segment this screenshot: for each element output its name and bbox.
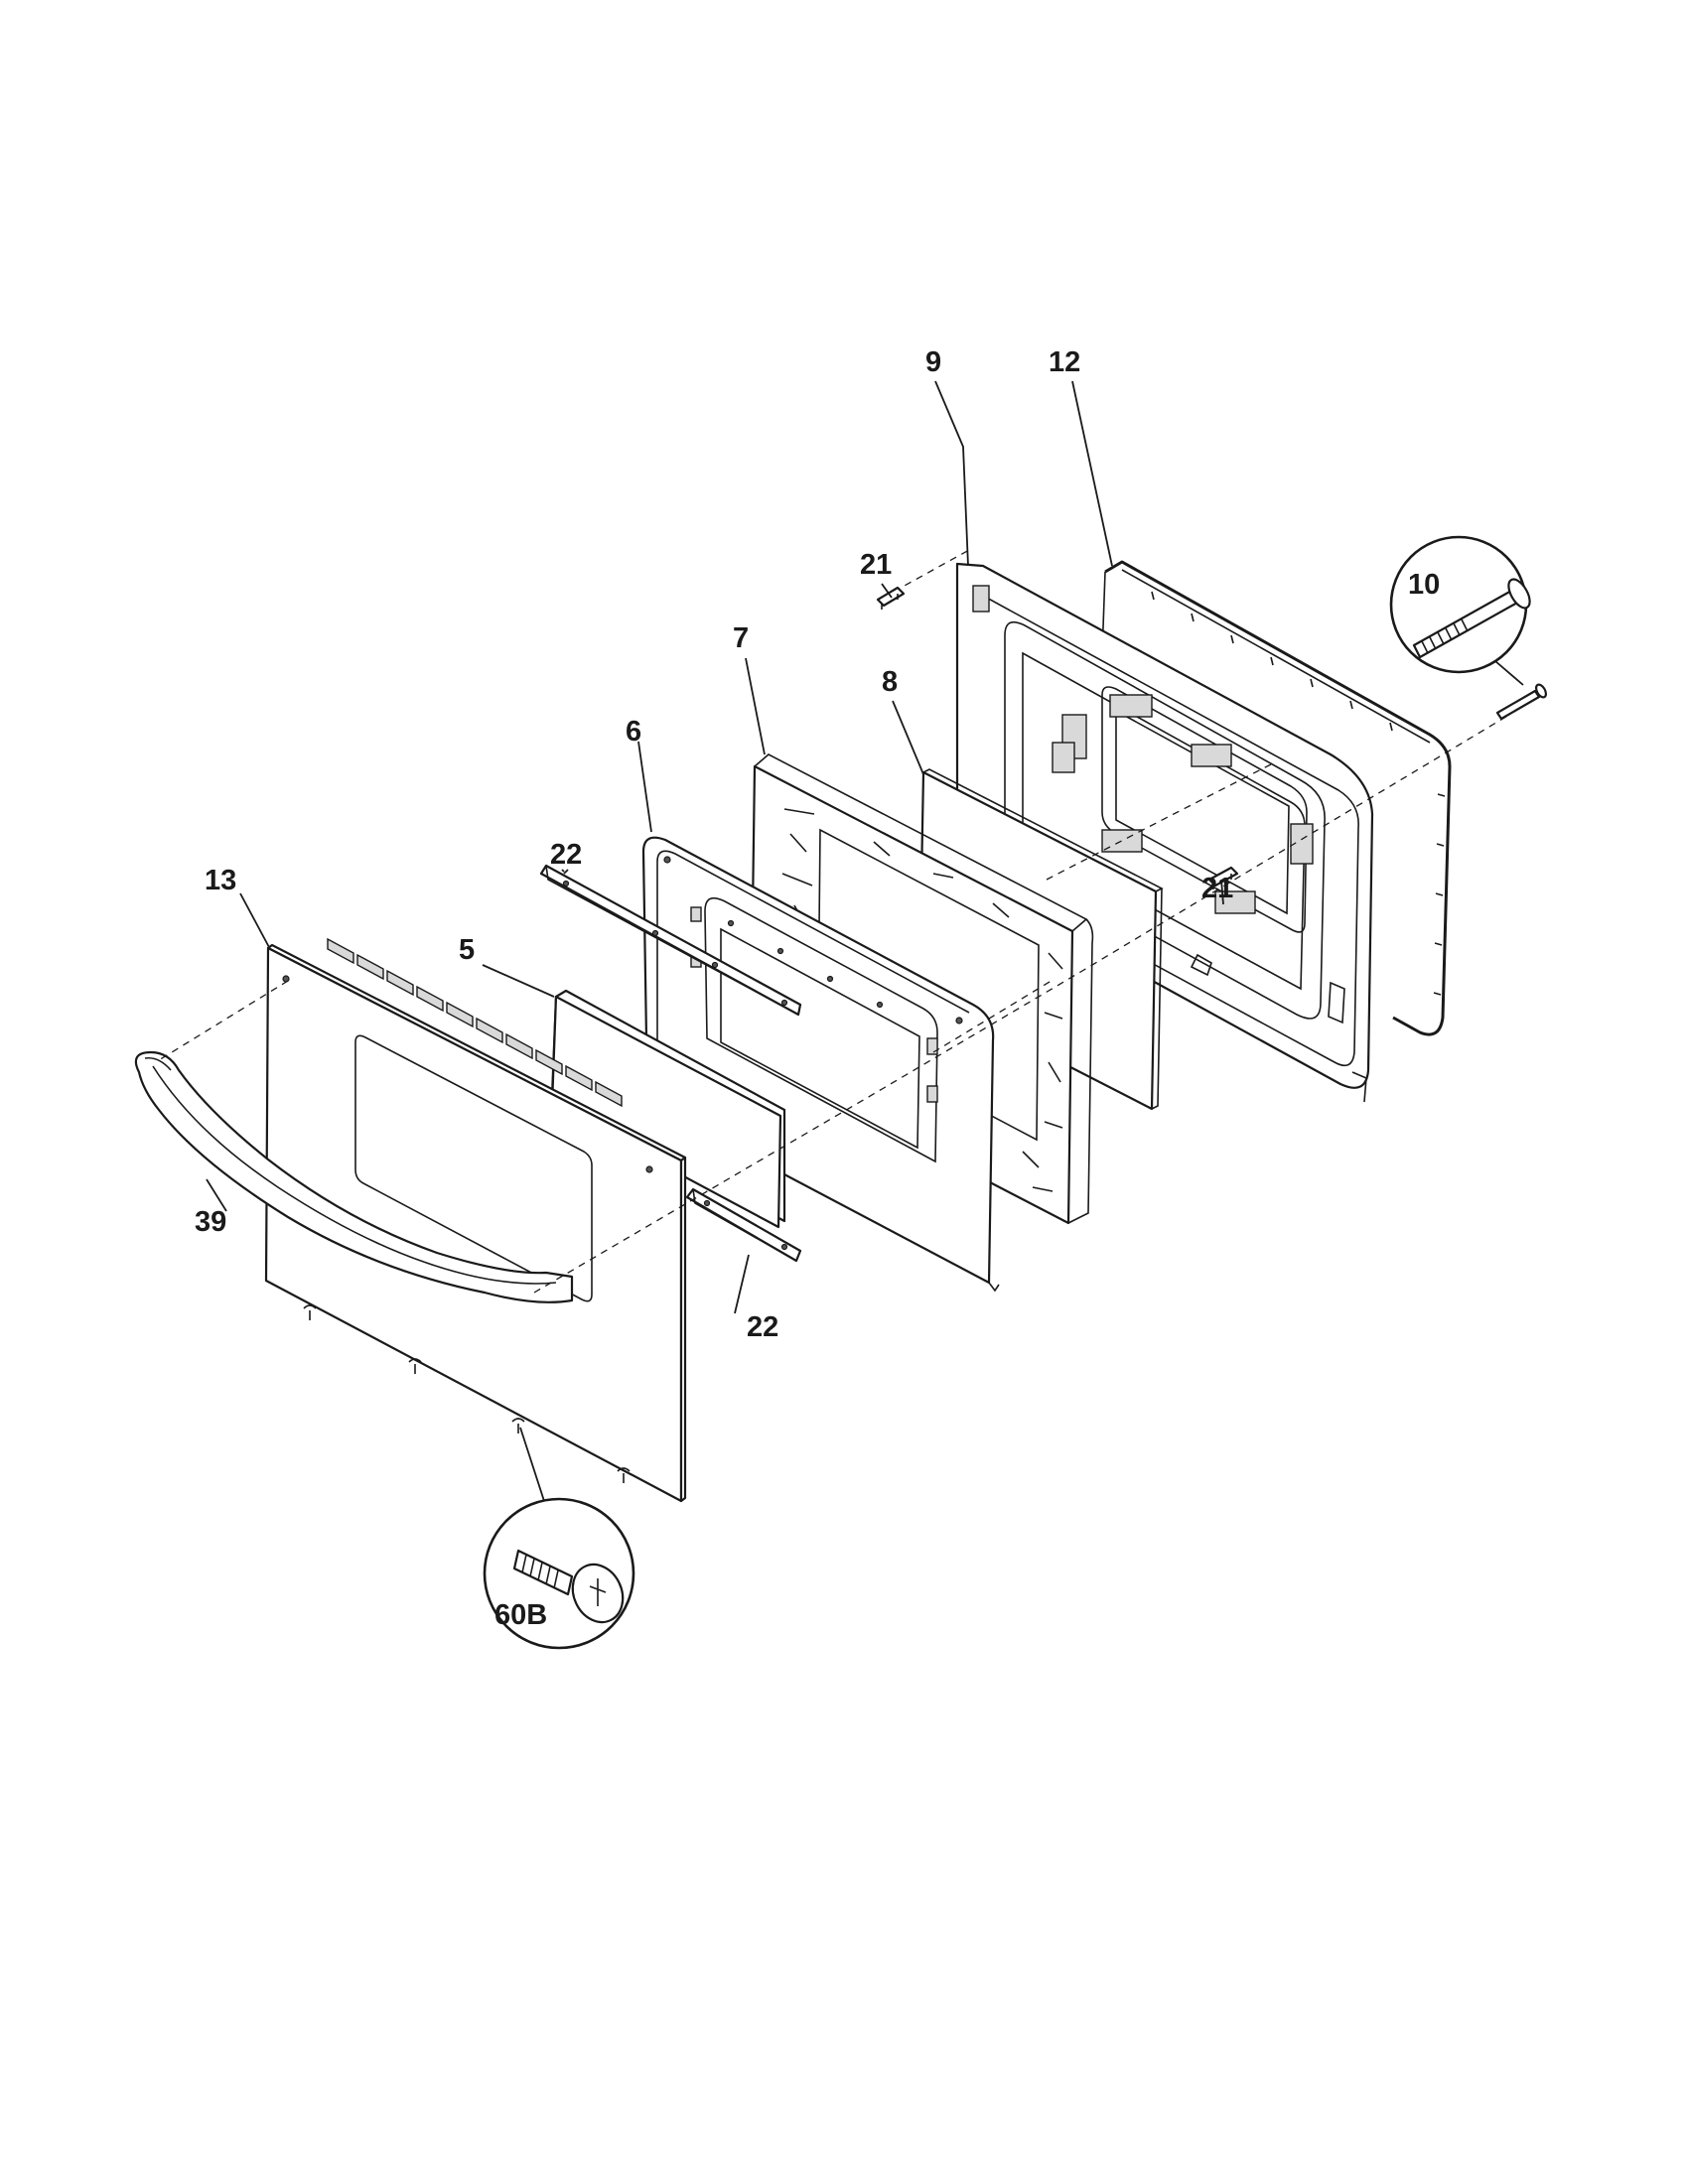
callout-21-mid: 21 bbox=[1201, 873, 1233, 904]
part-9-door-liner bbox=[955, 562, 1374, 1103]
part-60b-screw bbox=[483, 1427, 635, 1650]
callout-13: 13 bbox=[205, 865, 236, 896]
callout-60b: 60B bbox=[494, 1599, 547, 1631]
callout-6: 6 bbox=[626, 716, 641, 748]
callout-labels: 9 12 21 10 7 8 6 21 22 13 5 39 22 60B bbox=[195, 346, 1440, 1631]
callout-39: 39 bbox=[195, 1206, 226, 1238]
callout-22-bottom: 22 bbox=[747, 1311, 778, 1343]
part-13-outer-door-panel bbox=[264, 937, 687, 1503]
part-21-hinge-pin-top bbox=[876, 586, 906, 610]
callout-22-top: 22 bbox=[550, 839, 582, 871]
leader-lines bbox=[206, 380, 1224, 1314]
part-10-screw bbox=[1389, 535, 1548, 721]
part-22-trim-strip-bottom bbox=[685, 1187, 802, 1263]
part-21-hinge-pin-mid bbox=[1207, 866, 1239, 889]
part-12-door-gasket bbox=[1101, 560, 1452, 1036]
part-39-door-handle bbox=[134, 1050, 574, 1303]
callout-10: 10 bbox=[1408, 569, 1440, 601]
part-22-trim-strip-top bbox=[539, 864, 802, 1017]
callout-5: 5 bbox=[459, 934, 475, 966]
callout-8: 8 bbox=[882, 666, 898, 698]
callout-12: 12 bbox=[1049, 346, 1080, 378]
callout-9: 9 bbox=[925, 346, 941, 378]
callout-7: 7 bbox=[733, 622, 749, 654]
callout-21-top: 21 bbox=[860, 549, 892, 581]
